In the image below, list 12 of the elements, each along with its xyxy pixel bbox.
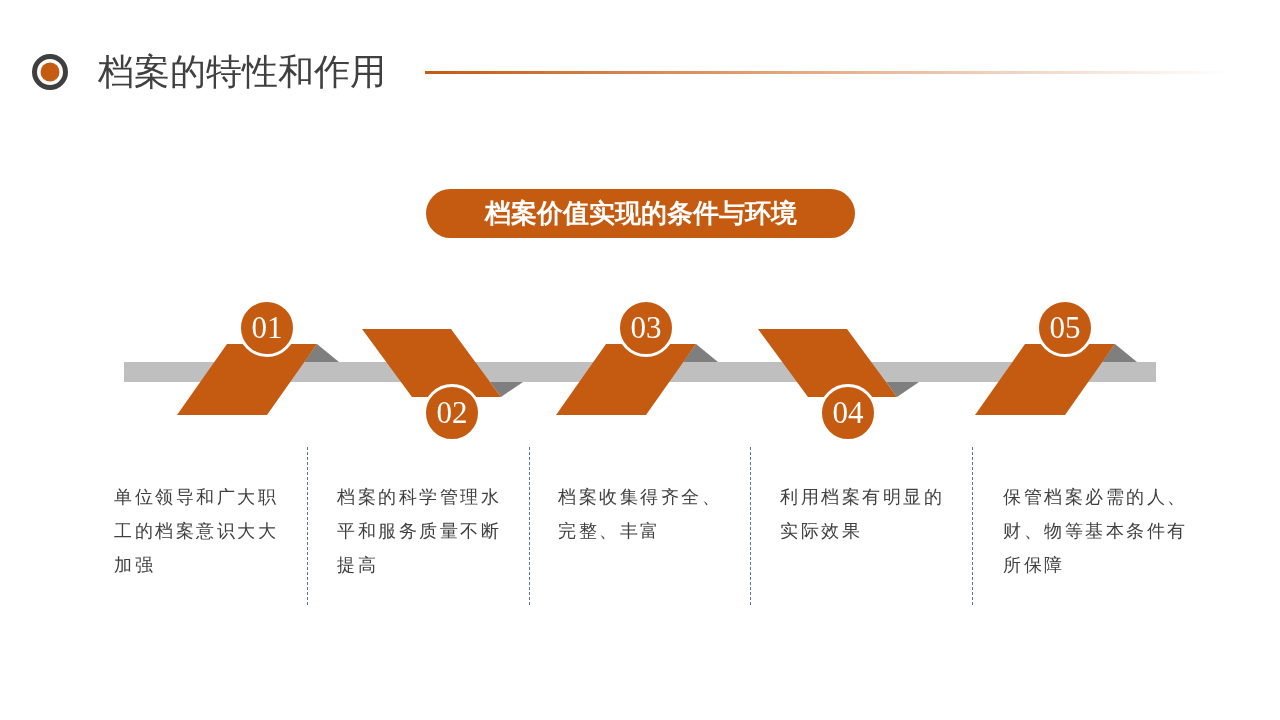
number-circle: 04 (819, 384, 877, 442)
step-description: 保管档案必需的人、财、物等基本条件有所保障 (1003, 485, 1189, 577)
number-circle: 01 (238, 299, 296, 357)
number-circle: 02 (423, 384, 481, 442)
step-description: 档案的科学管理水平和服务质量不断提高 (337, 485, 502, 577)
step-description: 单位领导和广大职工的档案意识大大加强 (114, 485, 279, 577)
number-circle: 03 (617, 299, 675, 357)
title-banner: 档案价值实现的条件与环境 (426, 189, 855, 238)
step-description: 档案收集得齐全、完整、丰富 (558, 485, 723, 543)
number-circle: 05 (1036, 299, 1094, 357)
step-description: 利用档案有明显的实际效果 (780, 485, 945, 543)
page-title: 档案的特性和作用 (98, 50, 386, 94)
